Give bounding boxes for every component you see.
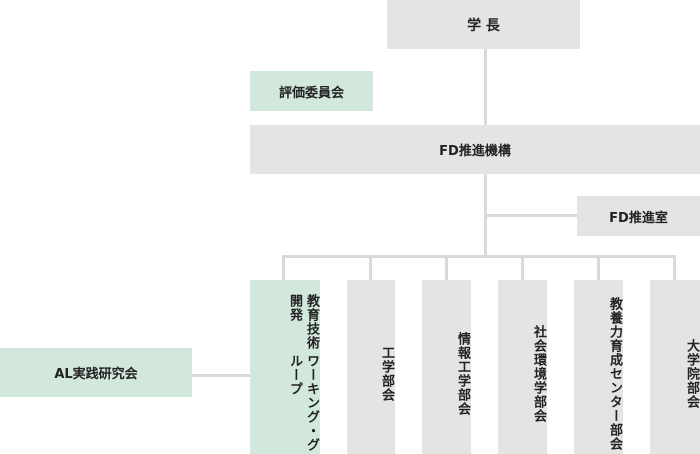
working-group-line1: 教育技術開発: [287, 294, 319, 350]
connector-drop-1: [282, 256, 285, 280]
node-department-info-engineering: 情報工学部会: [422, 280, 471, 454]
node-fd-organization: FD推進機構: [250, 125, 700, 174]
connector-drop-6: [673, 256, 676, 280]
node-al-research-group: AL実践研究会: [0, 348, 192, 397]
node-president: 学 長: [387, 0, 580, 49]
working-group-line2: ワーキング・グループ: [287, 354, 319, 452]
connector-drop-3: [445, 256, 448, 280]
node-department-social-environment: 社会環境学部会: [498, 280, 547, 454]
connector-fd-bus: [484, 174, 487, 258]
connector-president-fd: [484, 49, 487, 125]
connector-drop-4: [521, 256, 524, 280]
node-fd-office: FD推進室: [577, 196, 700, 236]
node-working-group: 教育技術開発 ワーキング・グループ: [250, 280, 320, 454]
connector-al-group: [192, 374, 250, 377]
connector-bus: [282, 255, 676, 258]
node-department-engineering: 工学部会: [347, 280, 395, 454]
connector-drop-2: [369, 256, 372, 280]
node-department-graduate-school: 大学院部会: [650, 280, 700, 454]
node-evaluation-committee: 評価委員会: [250, 71, 373, 111]
connector-drop-5: [597, 256, 600, 280]
connector-fd-office: [486, 214, 577, 217]
node-department-liberal-arts-center: 教養力育成センター部会: [574, 280, 623, 454]
